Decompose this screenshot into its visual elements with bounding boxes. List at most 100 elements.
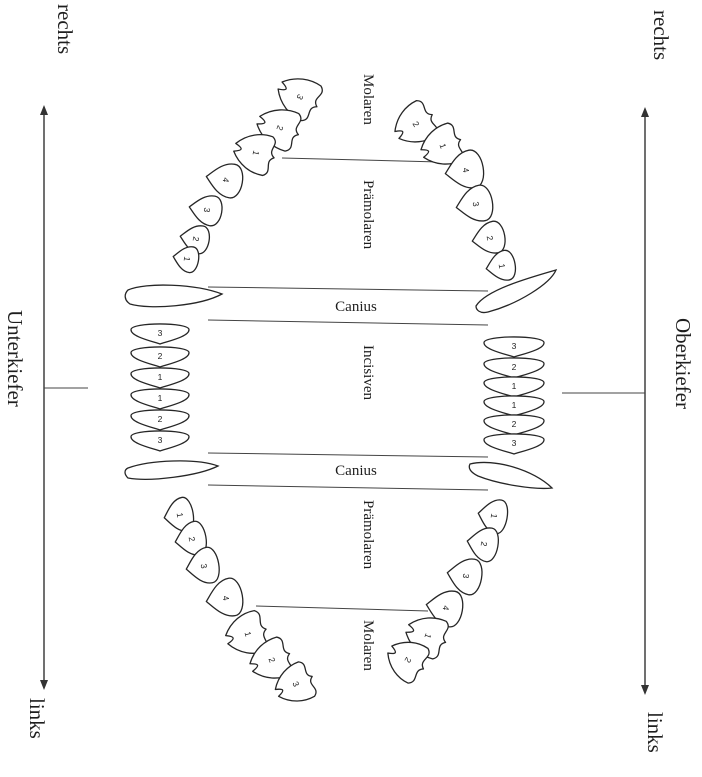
lower-incisor-5-number: 2: [158, 414, 163, 424]
canine-guide-line-4: [207, 484, 489, 491]
molar-guide-line-bottom: [255, 605, 429, 612]
upper-bottom-tooth-4-number: 4: [441, 605, 452, 612]
lower-incisor-5-outline: [130, 409, 190, 431]
upper-top-tooth-5-outline: [471, 220, 506, 254]
upper-bottom-tooth-3-outline: [446, 558, 483, 596]
lower-bottom-tooth-5-outline: [225, 609, 269, 654]
lower-top-tooth-5-outline: [188, 195, 223, 227]
lower-bottom-tooth-2-outline: [174, 520, 207, 556]
lower-bottom-tooth-3: 3: [185, 546, 220, 584]
upper-top-tooth-4-outline: [455, 184, 494, 222]
upper-incisor-4-outline: [483, 395, 545, 417]
upper-top-tooth-6: 1: [485, 249, 517, 281]
upper-top-tooth-3-outline: [444, 149, 485, 189]
lower-top-tooth-4-number: 4: [221, 177, 232, 184]
lower-incisor-3-number: 1: [158, 372, 163, 382]
upper-bottom-tooth-1-outline: [477, 499, 509, 535]
lower-bottom-tooth-1: 1: [163, 496, 195, 532]
upper-bottom-tooth-1-number: 1: [489, 513, 500, 520]
lower-jaw-label: Unterkiefer: [3, 310, 27, 407]
lower-top-tooth-4-outline: [205, 163, 244, 199]
lower-bottom-tooth-6-outline: [249, 636, 293, 679]
premolars-label-top: Prämolaren: [360, 180, 376, 250]
lower-bottom-tooth-7-number: 3: [290, 680, 301, 689]
upper-bottom-tooth-1: 1: [477, 499, 509, 535]
upper-top-tooth-6-outline: [485, 249, 517, 281]
lower-top-tooth-3-outline: [233, 134, 276, 177]
canine-guide-line-1: [207, 286, 489, 292]
lower-top-tooth-2-number: 2: [274, 124, 285, 132]
upper-top-tooth-3: 4: [444, 149, 485, 189]
upper-incisor-6-outline: [483, 433, 545, 455]
premolars-label-bottom: Prämolaren: [360, 500, 376, 570]
lower-bottom-tooth-1-number: 1: [175, 512, 186, 519]
lower-bottom-tooth-7: 3: [274, 661, 317, 702]
lower-incisor-1-outline: [130, 323, 190, 345]
upper-incisor-5: 2: [483, 414, 545, 436]
upper-bottom-tooth-5-number: 1: [422, 632, 433, 640]
lower-incisor-2-outline: [130, 346, 190, 368]
upper-bottom-tooth-2: 2: [466, 527, 499, 563]
upper-incisor-1-number: 3: [512, 341, 517, 351]
lower-incisor-6: 3: [130, 430, 190, 452]
upper-incisor-1: 3: [483, 336, 545, 358]
molar-guide-line-top: [281, 157, 441, 163]
canine-guide-line-3: [207, 452, 489, 458]
upper-incisor-3-number: 1: [512, 381, 517, 391]
lower-top-tooth-1-number: 3: [294, 92, 305, 101]
upper-incisor-1-outline: [483, 336, 545, 358]
upper-top-tooth-5: 2: [471, 220, 506, 254]
lower-top-tooth-5-number: 3: [202, 207, 213, 214]
upper-bottom-tooth-3: 3: [446, 558, 483, 596]
lower-bottom-tooth-3-outline: [185, 546, 220, 584]
lower-top-tooth-4: 4: [205, 163, 244, 199]
lower-canine-top: [124, 284, 224, 308]
upper-canine-bottom: [468, 461, 554, 490]
left-label-upper: links: [643, 712, 667, 753]
lower-top-tooth-5: 3: [188, 195, 223, 227]
lower-top-tooth-7-number: 1: [182, 256, 193, 263]
lower-incisor-4-outline: [130, 388, 190, 410]
upper-top-tooth-1-number: 2: [410, 119, 421, 128]
left-label-lower: links: [25, 698, 49, 739]
upper-top-tooth-2: 1: [420, 122, 464, 165]
upper-top-tooth-6-number: 1: [497, 263, 508, 270]
upper-incisor-2: 2: [483, 357, 545, 379]
lower-incisor-2: 2: [130, 346, 190, 368]
upper-incisor-2-outline: [483, 357, 545, 379]
incisors-label: Incisiven: [360, 345, 376, 400]
upper-bottom-tooth-6-number: 2: [402, 655, 413, 664]
upper-bottom-tooth-6-outline: [387, 641, 430, 684]
lower-bottom-tooth-2-number: 2: [187, 536, 198, 543]
upper-incisor-6: 3: [483, 433, 545, 455]
upper-top-tooth-4: 3: [455, 184, 494, 222]
lower-incisor-4: 1: [130, 388, 190, 410]
lower-incisor-3-outline: [130, 367, 190, 389]
upper-canine-top: [475, 268, 558, 314]
upper-incisor-4: 1: [483, 395, 545, 417]
lower-incisor-2-number: 2: [158, 351, 163, 361]
upper-bottom-tooth-2-outline: [466, 527, 499, 563]
lower-bottom-tooth-5-number: 1: [243, 630, 254, 637]
lower-top-tooth-3: 1: [233, 134, 276, 177]
lower-bottom-tooth-5: 1: [225, 609, 269, 654]
upper-incisor-2-number: 2: [512, 362, 517, 372]
upper-top-tooth-1: 2: [394, 99, 439, 143]
upper-bottom-tooth-3-number: 3: [461, 573, 472, 580]
lower-incisor-6-outline: [130, 430, 190, 452]
upper-top-tooth-1-outline: [394, 99, 439, 143]
right-label-lower: rechts: [53, 4, 77, 54]
lower-bottom-tooth-1-outline: [163, 496, 195, 532]
upper-top-tooth-2-outline: [420, 122, 464, 165]
upper-incisor-3-outline: [483, 376, 545, 398]
upper-incisor-5-outline: [483, 414, 545, 436]
lower-incisor-6-number: 3: [158, 435, 163, 445]
lower-bottom-tooth-4-outline: [205, 577, 244, 617]
lower-incisor-1-number: 3: [158, 328, 163, 338]
lower-incisor-5: 2: [130, 409, 190, 431]
lower-top-tooth-6-number: 2: [191, 236, 202, 243]
lower-bottom-tooth-7-outline: [274, 661, 317, 702]
lower-incisor-4-number: 1: [158, 393, 163, 403]
upper-top-tooth-2-number: 1: [437, 142, 448, 150]
